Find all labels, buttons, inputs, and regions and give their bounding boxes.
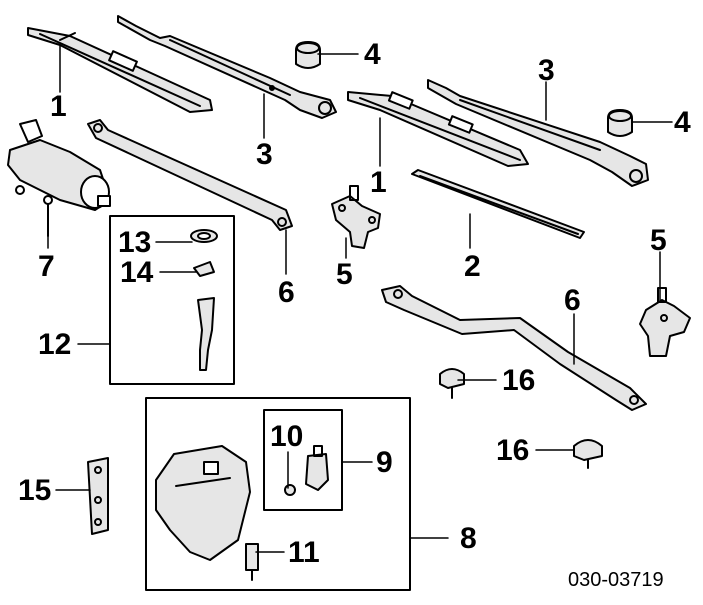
callout-12: 12 (38, 328, 71, 361)
leader-lines (47, 45, 673, 553)
wiper-blade-left (27, 27, 213, 113)
callout-14: 14 (120, 256, 154, 289)
blade-rubber (411, 169, 585, 239)
washer-hose (197, 297, 215, 371)
callout-labels: 1 1 2 3 3 4 4 5 5 6 6 7 8 9 10 11 12 13 … (18, 38, 691, 591)
callout-6-right: 6 (564, 284, 581, 317)
wiper-motor (7, 119, 111, 237)
nut-cap-right (607, 109, 633, 137)
reservoir-box (145, 397, 411, 591)
nut-cap-left (295, 41, 321, 69)
wiper-arm-left (117, 15, 337, 119)
pump-box (263, 409, 343, 511)
part-code: 030-03719 (568, 569, 664, 591)
washer-reservoir (155, 445, 251, 561)
washer-pump (305, 445, 329, 491)
callout-1-right: 1 (370, 166, 387, 199)
callout-2: 2 (464, 250, 481, 283)
linkage-rod-left (87, 119, 293, 231)
level-sensor (245, 543, 259, 581)
callout-7: 7 (38, 250, 55, 283)
hose-clip (193, 261, 215, 277)
callout-4-right: 4 (674, 106, 691, 139)
callout-13: 13 (118, 226, 151, 259)
bracket (87, 457, 109, 535)
callout-1-left: 1 (50, 90, 67, 123)
callout-8: 8 (460, 522, 477, 555)
washer-nozzle-lower (573, 439, 603, 469)
callout-3-right: 3 (538, 54, 555, 87)
callout-4-left: 4 (364, 38, 381, 71)
pivot-left (331, 185, 381, 249)
callout-11: 11 (288, 536, 320, 569)
hose-kit-box (109, 215, 235, 385)
washer-nozzle-upper (439, 368, 465, 399)
callout-3-left: 3 (256, 138, 273, 171)
wiper-arm-right (427, 79, 649, 187)
callout-6-left: 6 (278, 276, 295, 309)
grommet (190, 229, 218, 243)
callout-16-lower: 16 (496, 434, 529, 467)
callout-16-upper: 16 (502, 364, 535, 397)
callout-5-left: 5 (336, 258, 353, 291)
callout-9: 9 (376, 446, 393, 479)
linkage-rod-right (381, 285, 647, 411)
callout-10: 10 (270, 420, 303, 453)
callout-5-right: 5 (650, 224, 667, 257)
pivot-right (639, 287, 691, 357)
pump-grommet (284, 484, 296, 496)
callout-15: 15 (18, 474, 51, 507)
wiper-blade-right (347, 91, 529, 167)
